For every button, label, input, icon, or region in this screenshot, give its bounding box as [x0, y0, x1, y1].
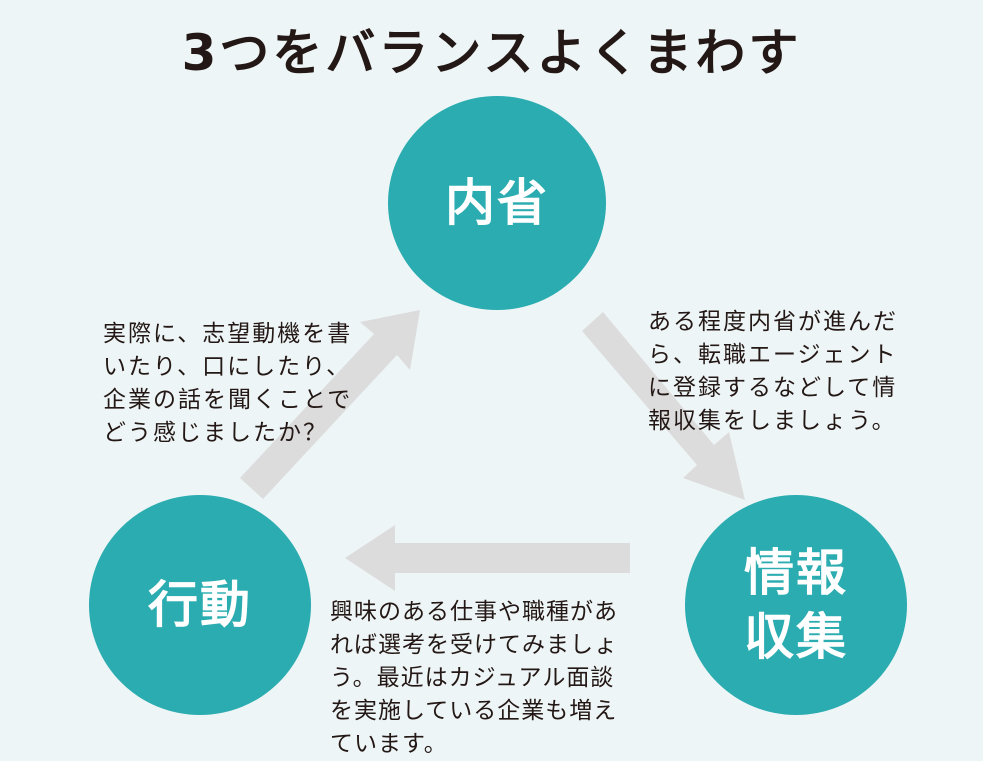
description-line: ています。 [330, 731, 448, 757]
node-action: 行動 [89, 495, 311, 715]
description-line: どう感じましたか？ [103, 420, 328, 446]
node-label: 行動 [148, 576, 252, 634]
description-line: いたり、口にしたり、 [103, 354, 352, 380]
node-label: 内省 [445, 174, 549, 232]
description-line: 企業の話を聞くことで [103, 387, 353, 413]
description-information-to-action: 興味のある仕事や職種があ れば選考を受けてみましょ う。最近はカジュアル面談 を… [330, 596, 618, 761]
description-line: 実際に、志望動機を書 [103, 321, 353, 347]
description-line: ある程度内省が進んだ [648, 309, 898, 335]
node-reflection: 内省 [388, 96, 606, 310]
description-line: 報収集をしましょう。 [648, 408, 897, 434]
description-line: う。最近はカジュアル面談 [330, 665, 615, 691]
page-title: 3つをバランスよくまわす [181, 24, 802, 82]
arrow-reflection-to-information [582, 312, 745, 500]
node-label: 収集 [744, 608, 848, 666]
node-label: 情報 [744, 544, 848, 602]
description-line: ら、転職エージェント [648, 342, 898, 368]
description-line: に登録するなどして情 [648, 375, 898, 401]
node-information-gathering: 情報 収集 [685, 495, 907, 715]
arrow-information-to-action [345, 525, 630, 591]
description-reflection-to-information: ある程度内省が進んだ ら、転職エージェント に登録するなどして情 報収集をしまし… [648, 306, 898, 438]
description-line: れば選考を受けてみましょ [330, 632, 618, 658]
arrow-action-to-reflection [240, 310, 420, 499]
description-action-to-reflection: 実際に、志望動機を書 いたり、口にしたり、 企業の話を聞くことで どう感じました… [103, 318, 352, 450]
description-line: 興味のある仕事や職種があ [330, 599, 618, 625]
description-line: を実施している企業も増え [330, 698, 618, 724]
